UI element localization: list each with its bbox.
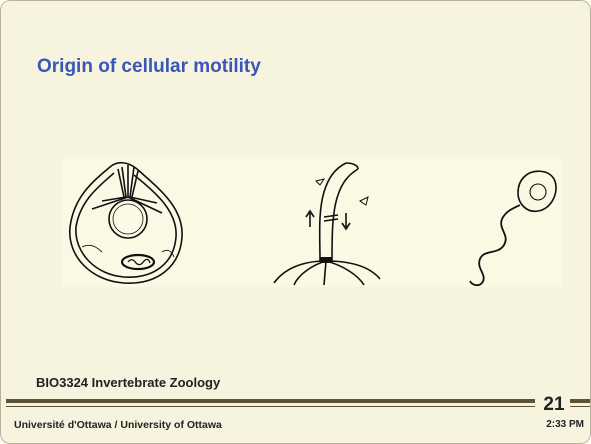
course-title: BIO3324 Invertebrate Zoology (36, 375, 220, 390)
footer-university: Université d'Ottawa / University of Otta… (14, 419, 222, 431)
centriole-cell-icon (70, 163, 182, 283)
motility-figure (62, 157, 562, 287)
footer-rule-thin (6, 406, 535, 407)
cilium-icon (274, 163, 380, 285)
footer-rule-right (570, 399, 590, 403)
footer-rule (6, 399, 535, 403)
flagellate-cell-icon (470, 171, 556, 285)
page-number: 21 (539, 394, 569, 416)
slide-title: Origin of cellular motility (37, 56, 261, 78)
slide-time: 2:33 PM (530, 419, 584, 430)
footer-rule-right-thin (570, 406, 590, 407)
